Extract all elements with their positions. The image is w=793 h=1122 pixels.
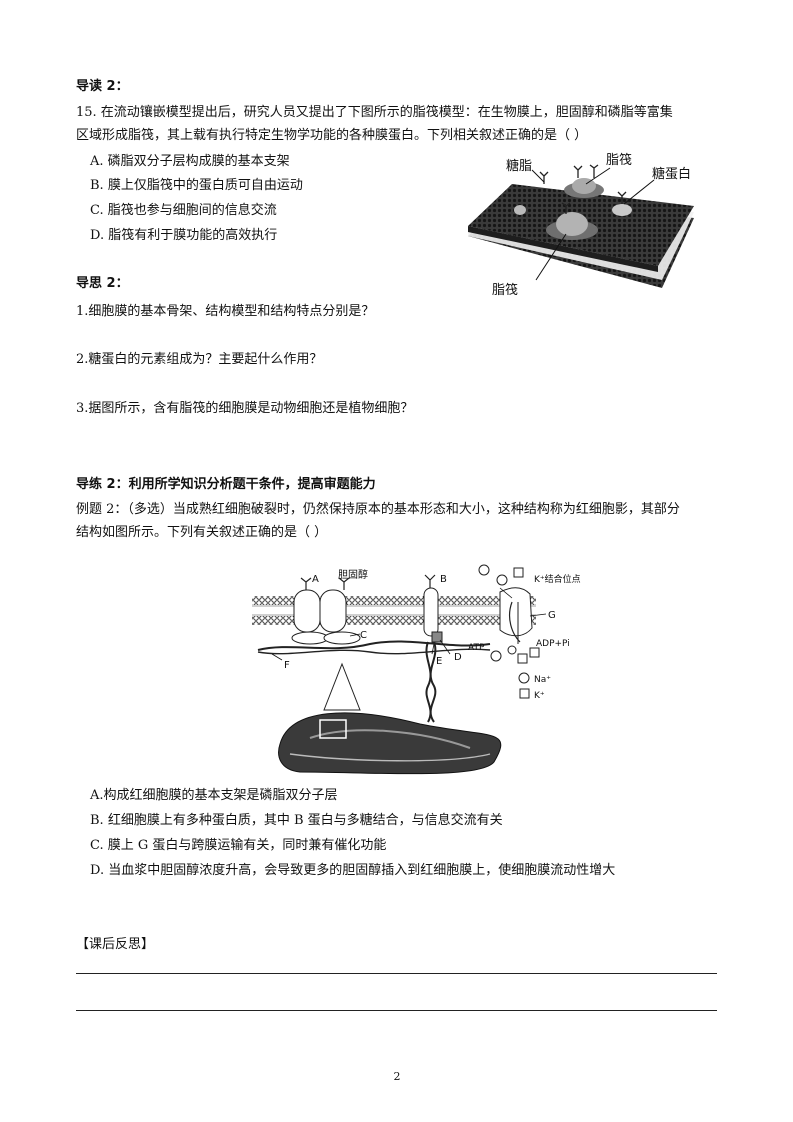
label-d: D [454, 652, 462, 663]
label-g: G [548, 610, 556, 621]
label-k: K⁺ [534, 691, 545, 701]
label-atp: ATP [468, 643, 485, 653]
q15-option-d: D. 脂筏有利于膜功能的高效执行 [90, 228, 278, 243]
example-option-a: A.构成红细胞膜的基本支架是磷脂双分子层 [90, 788, 338, 803]
reflection-title: 【课后反思】 [76, 937, 155, 952]
section-title-daolian: 导练 2：利用所学知识分析题干条件，提高审题能力 [76, 477, 376, 492]
example-stem-line1: 例题 2：（多选）当成熟红细胞破裂时，仍然保持原本的基本形态和大小，这种结构称为… [76, 502, 680, 517]
label-e: E [436, 656, 442, 667]
example-stem-line2: 结构如图所示。下列有关叙述正确的是（ ） [76, 525, 328, 540]
label-adp: ADP+Pi [536, 639, 570, 649]
reflect-question-1: 1.细胞膜的基本骨架、结构模型和结构特点分别是？ [76, 304, 375, 319]
label-raft-bottom: 脂筏 [492, 282, 518, 298]
example-option-d: D. 当血浆中胆固醇浓度升高，会导致更多的胆固醇插入到红细胞膜上，使细胞膜流动性… [90, 863, 616, 878]
lipid-raft-figure: 糖脂 脂筏 糖蛋白 脂筏 [468, 152, 694, 298]
label-glycoprotein: 糖蛋白 [652, 166, 691, 182]
label-k-site: K⁺结合位点 [534, 573, 581, 585]
label-b: B [440, 574, 447, 585]
label-glycolipid: 糖脂 [506, 158, 532, 174]
q15-stem-line1: 15. 在流动镶嵌模型提出后，研究人员又提出了下图所示的脂筏模型：在生物膜上，胆… [76, 105, 673, 120]
label-na: Na⁺ [534, 675, 551, 685]
section-title-daodu: 导读 2： [76, 79, 129, 94]
section-title-daosi: 导思 2： [76, 276, 129, 291]
reflection-line-1 [76, 973, 717, 974]
example-option-b: B. 红细胞膜上有多种蛋白质，其中 B 蛋白与多糖结合，与信息交流有关 [90, 813, 503, 828]
q15-option-a: A. 磷脂双分子层构成膜的基本支架 [90, 154, 290, 169]
reflect-question-3: 3.据图所示，含有脂筏的细胞膜是动物细胞还是植物细胞？ [76, 401, 414, 416]
q15-option-c: C. 脂筏也参与细胞间的信息交流 [90, 203, 277, 218]
label-c: C [360, 630, 367, 641]
label-cholesterol: 胆固醇 [338, 568, 368, 581]
q15-stem-line2: 区域形成脂筏，其上载有执行特定生物学功能的各种膜蛋白。下列相关叙述正确的是（ ） [76, 128, 588, 143]
reflect-question-2: 2.糖蛋白的元素组成为？主要起什么作用？ [76, 352, 323, 367]
reflection-line-2 [76, 1010, 717, 1011]
example-option-c: C. 膜上 G 蛋白与跨膜运输有关，同时兼有催化功能 [90, 838, 387, 853]
label-a: A [312, 574, 319, 585]
page-number: 2 [393, 1070, 401, 1083]
q15-option-b: B. 膜上仅脂筏中的蛋白质可自由运动 [90, 178, 303, 193]
red-cell-ghost-figure: A 胆固醇 B C D E F G K⁺结合位点 ATP ADP+Pi Na⁺ … [252, 564, 581, 775]
label-f: F [284, 660, 290, 671]
label-raft-top: 脂筏 [606, 152, 632, 168]
